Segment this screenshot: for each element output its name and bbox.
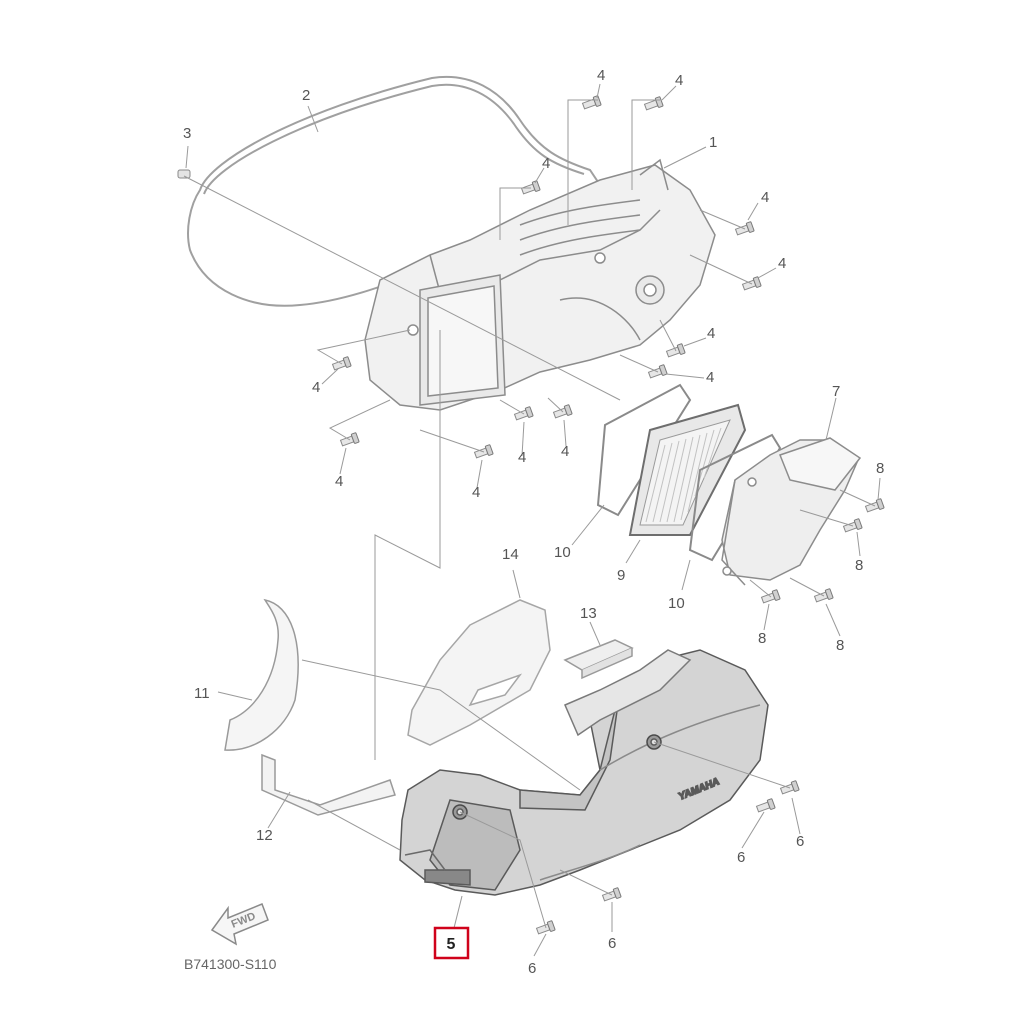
intake-duct-part-7 xyxy=(721,437,862,586)
callout-12: 12 xyxy=(256,827,273,844)
callout-8-c: 8 xyxy=(758,630,766,647)
diagram-code: B741300-S110 xyxy=(184,956,277,972)
fwd-arrow-icon: FWD xyxy=(210,903,269,946)
air-filter-part-9 xyxy=(628,403,747,536)
leader-lines xyxy=(183,83,881,957)
bolt-4b xyxy=(643,96,664,113)
callout-2: 2 xyxy=(302,87,310,104)
callout-4-h: 4 xyxy=(312,379,320,396)
lower-cover-part-5: YAMAHA xyxy=(399,649,769,896)
callout-11: 11 xyxy=(194,685,210,702)
callout-8-a: 8 xyxy=(876,460,884,477)
bolt-6b xyxy=(755,798,776,815)
callout-4-j: 4 xyxy=(472,484,480,501)
callout-8-b: 8 xyxy=(855,557,863,574)
callout-4-i: 4 xyxy=(335,473,343,490)
callout-4-f: 4 xyxy=(707,325,715,342)
callout-4-b: 4 xyxy=(675,72,683,89)
callout-labels: 2 3 1 4 4 4 4 4 4 4 4 4 4 4 4 7 8 8 8 8 … xyxy=(183,67,884,977)
bolt-4a xyxy=(581,95,602,112)
callout-4-e: 4 xyxy=(778,255,786,272)
pad-part-13 xyxy=(563,639,634,680)
callout-4-c: 4 xyxy=(542,155,550,172)
side-panel-part-11 xyxy=(224,598,299,751)
bolt-6d xyxy=(535,920,556,937)
callout-4-k: 4 xyxy=(518,449,526,466)
highlight-box xyxy=(433,926,470,960)
callout-6-d: 6 xyxy=(528,960,536,977)
callout-4-l: 4 xyxy=(561,443,569,460)
callout-4-a: 4 xyxy=(597,67,605,84)
callout-14: 14 xyxy=(502,546,519,563)
callout-6-b: 6 xyxy=(737,849,745,866)
cover-plate-part-14 xyxy=(407,599,551,746)
callout-1: 1 xyxy=(709,134,717,151)
callout-4-d: 4 xyxy=(761,189,769,206)
callout-7: 7 xyxy=(832,383,840,400)
crankcase-cover-part-1 xyxy=(364,158,716,411)
gasket-dowel-part-3 xyxy=(177,169,191,179)
callout-4-g: 4 xyxy=(706,369,714,386)
callout-10-b: 10 xyxy=(668,595,685,612)
bracket-part-12 xyxy=(261,753,396,816)
callout-5: 5 xyxy=(447,936,456,953)
callout-9: 9 xyxy=(617,567,625,584)
callout-3: 3 xyxy=(183,125,191,142)
callout-8-d: 8 xyxy=(836,637,844,654)
highlighted-callout-5[interactable]: 5 xyxy=(433,926,470,960)
callout-10-a: 10 xyxy=(554,544,571,561)
callout-6-c: 6 xyxy=(608,935,616,952)
callout-6-a: 6 xyxy=(796,833,804,850)
callout-13: 13 xyxy=(580,605,597,622)
